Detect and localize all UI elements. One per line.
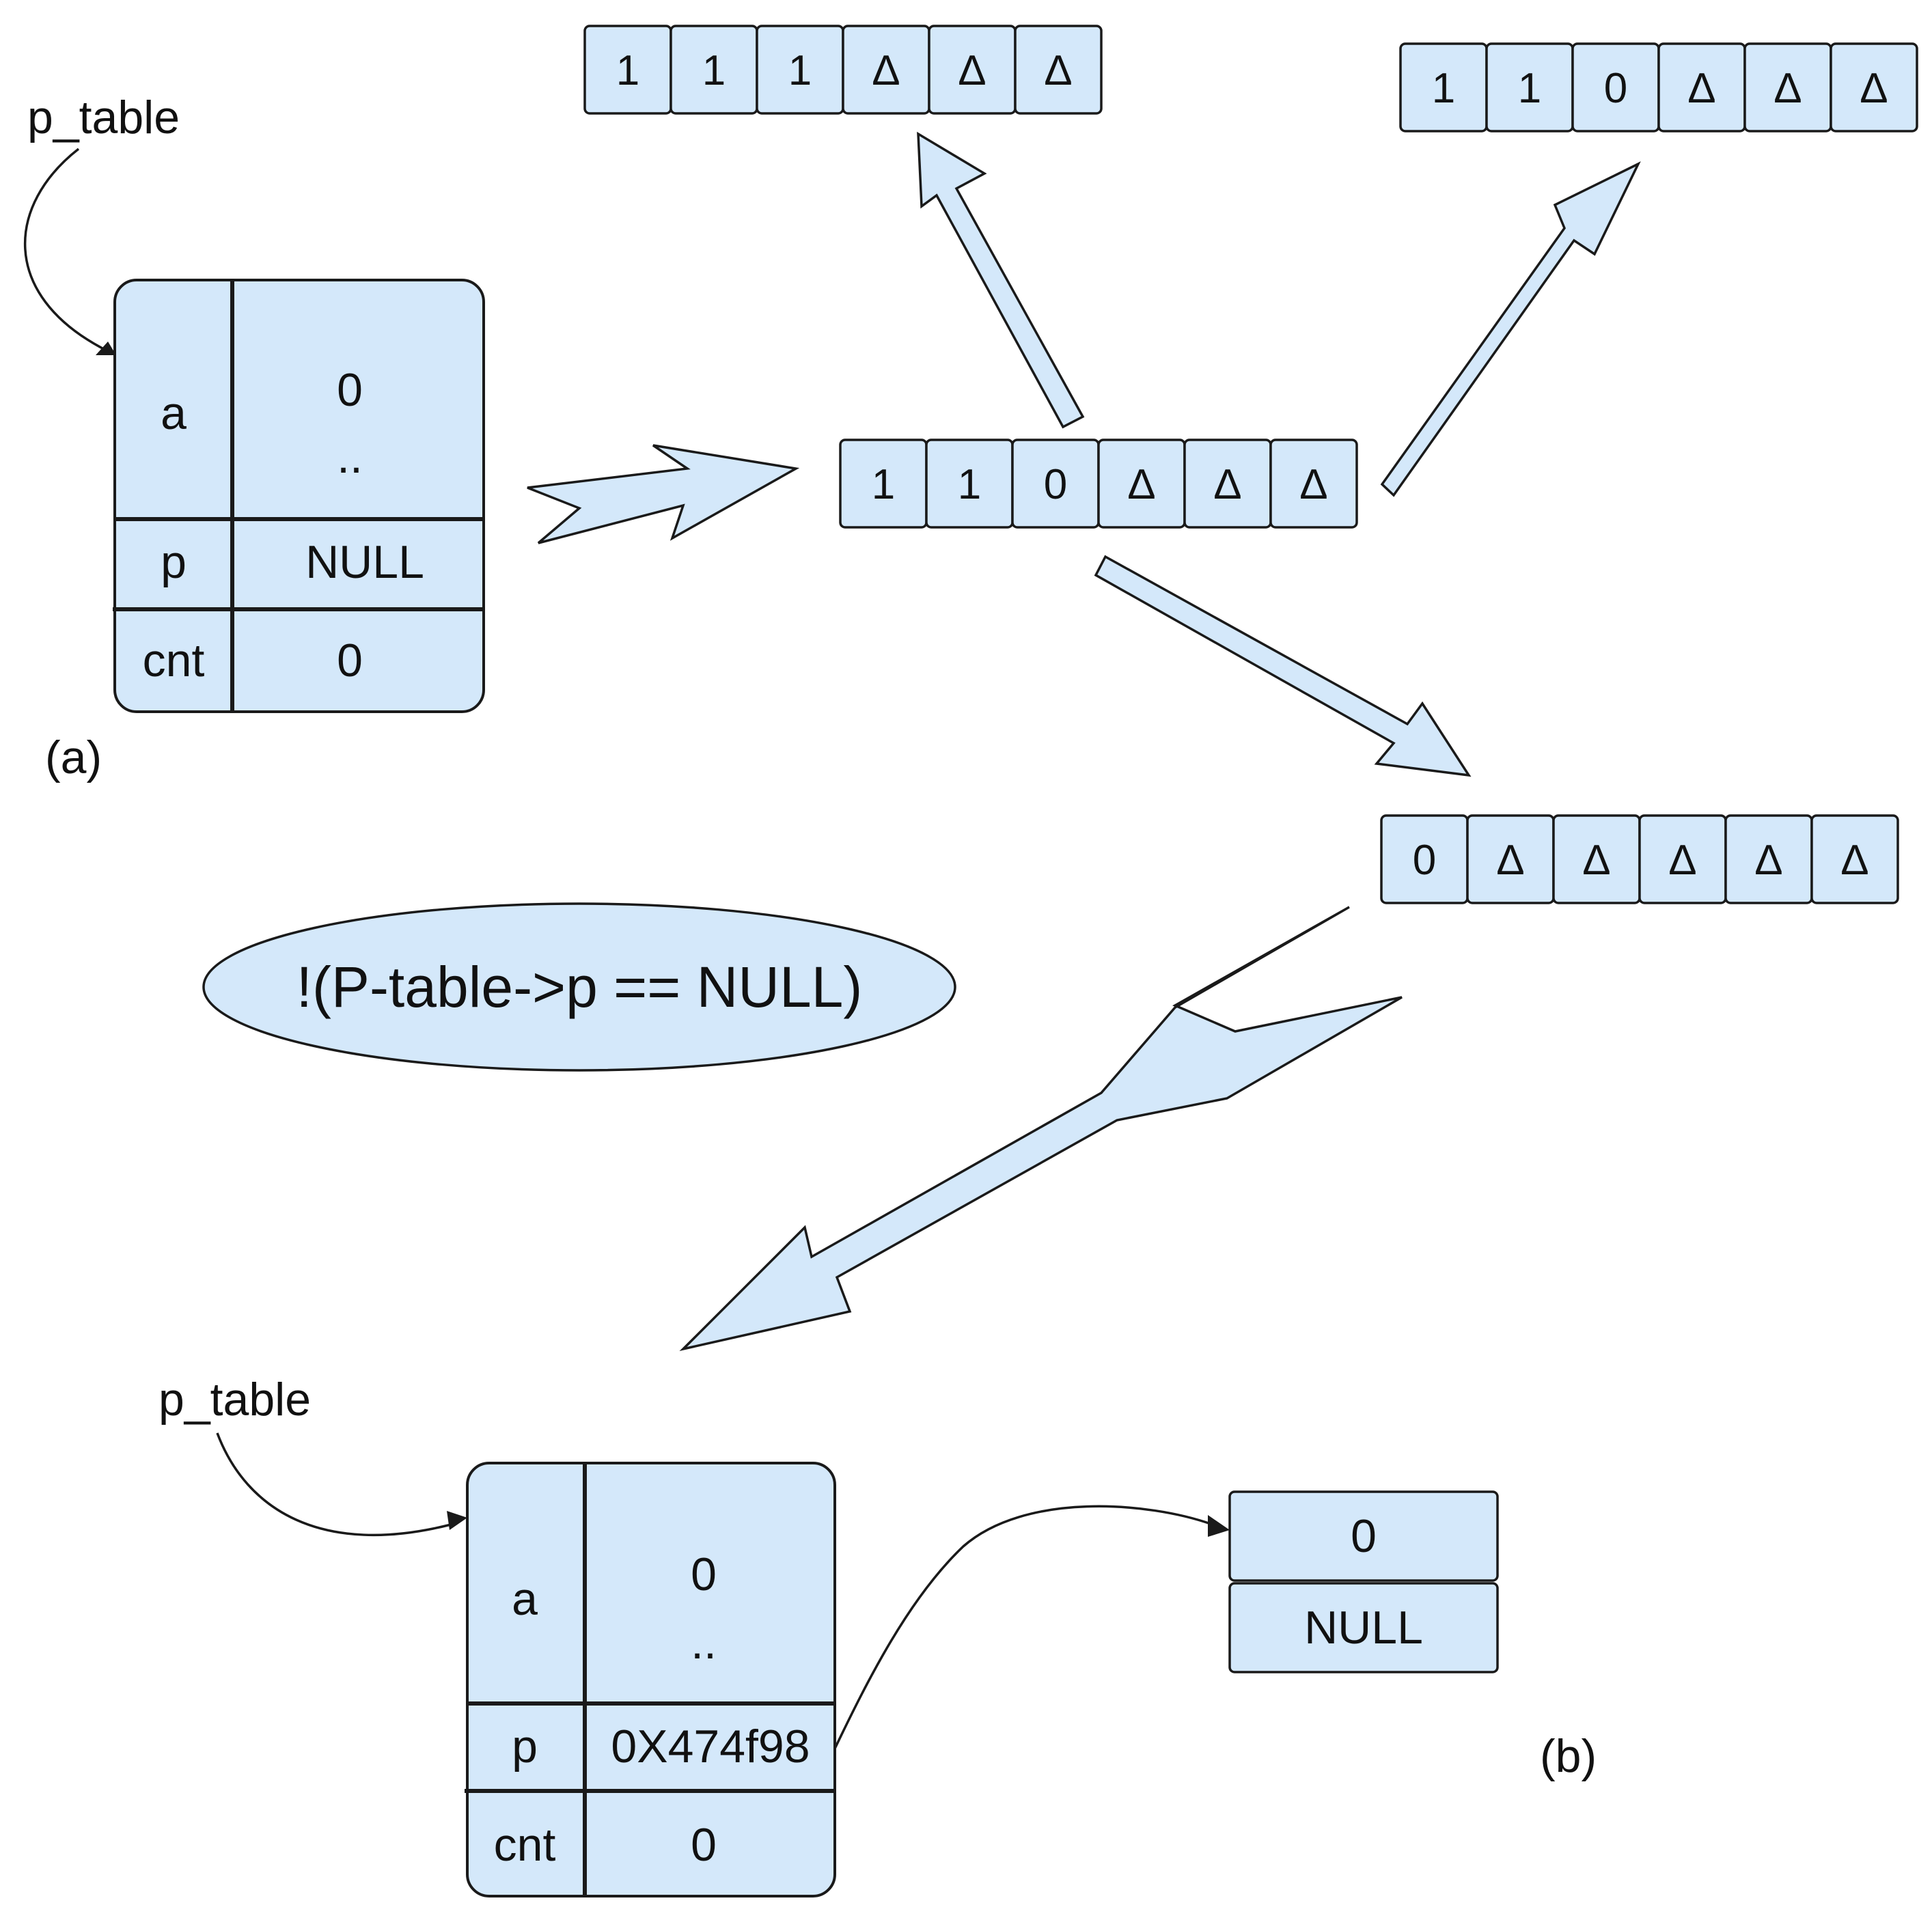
flow-arrow-to-right-array (1094, 555, 1472, 777)
flow-arrow-to-top-left (917, 131, 1085, 429)
panel-b-struct-box (466, 1462, 836, 1897)
array-cell-value: Δ (1299, 461, 1327, 508)
array-cell-value: Δ (872, 47, 900, 94)
array-cell (1269, 439, 1358, 529)
panel-a-value-a: 0 (337, 364, 363, 416)
array-cell-value: Δ (1496, 837, 1524, 884)
array-cell-value: 1 (1518, 65, 1541, 112)
panel-b-pointer-arrowhead (447, 1511, 467, 1530)
panel-a-struct: a 0 .. p NULL cnt 0 (113, 279, 485, 713)
panel-b-pointer-arrow (216, 1432, 452, 1537)
array-cell-value: Δ (1687, 65, 1715, 112)
panel-b-node-next-cell (1228, 1582, 1499, 1673)
array-cell-value: 0 (1044, 461, 1067, 508)
panel-a-caption: (a) (45, 732, 102, 783)
array-top-left: 1 1 1 Δ Δ Δ (583, 25, 1103, 115)
panel-a-field-a: a (161, 387, 187, 439)
array-cell-value: 1 (1432, 65, 1455, 112)
panel-a-value-a-ellipsis: .. (337, 431, 363, 483)
array-right: 0 Δ Δ Δ Δ Δ (1380, 814, 1899, 904)
array-cell-value: Δ (1213, 461, 1241, 508)
panel-a-value-cnt: 0 (337, 635, 363, 686)
array-cell-value: Δ (1774, 65, 1802, 112)
panel-a-field-cnt: cnt (143, 635, 205, 686)
array-cell-value: Δ (1582, 837, 1610, 884)
panel-b-field-p: p (512, 1721, 538, 1772)
panel-a-pointer-arrowhead (96, 342, 116, 355)
array-cell-value: Δ (958, 47, 986, 94)
panel-a-struct-box (113, 279, 485, 713)
flow-arrow-to-panel-b (679, 906, 1403, 1352)
panel-b-pointer-label: p_table (158, 1374, 311, 1426)
array-cell-value: Δ (1860, 65, 1888, 112)
array-cell-value: Δ (1840, 837, 1868, 884)
array-cell-value: 1 (872, 461, 895, 508)
array-cell-value: Δ (1044, 47, 1072, 94)
panel-b-field-cnt: cnt (494, 1819, 556, 1871)
panel-a-pointer-arrow (23, 148, 103, 350)
panel-b-node-value-cell (1228, 1490, 1499, 1582)
array-cell-value: 0 (1604, 65, 1627, 112)
panel-a-field-p: p (161, 536, 187, 588)
panel-a-pointer-label: p_table (27, 92, 180, 143)
array-top-right: 1 1 0 Δ Δ Δ (1399, 42, 1918, 133)
array-cell (1014, 25, 1103, 115)
condition-text: !(P-table->p == NULL) (296, 955, 863, 1019)
panel-b-value-a: 0 (691, 1548, 717, 1600)
panel-b-node-value: 0 (1351, 1510, 1377, 1562)
array-cell (1830, 42, 1918, 133)
panel-b-struct: a 0 .. p 0X474f98 cnt 0 (465, 1462, 836, 1897)
panel-b-node-pointer (833, 1505, 1213, 1749)
array-middle: 1 1 0 Δ Δ Δ (839, 439, 1358, 529)
array-cell-value: 1 (702, 47, 726, 94)
panel-b-node-pointer-arrowhead (1208, 1515, 1230, 1537)
array-cell-value: Δ (1668, 837, 1696, 884)
panel-b-value-p: 0X474f98 (611, 1721, 810, 1772)
flow-arrow-to-top-right (1380, 161, 1641, 497)
panel-b-value-a-ellipsis: .. (691, 1617, 717, 1669)
array-cell-value: 1 (958, 461, 981, 508)
panel-b-caption: (b) (1540, 1730, 1597, 1782)
array-cell (1810, 814, 1899, 904)
flow-arrow-struct-to-array (527, 444, 800, 544)
condition-ellipse (202, 902, 956, 1072)
panel-a-value-p: NULL (305, 536, 424, 588)
array-cell-value: 0 (1413, 837, 1436, 884)
array-cell-value: 1 (616, 47, 639, 94)
panel-b-node-next: NULL (1304, 1602, 1423, 1654)
panel-b-value-cnt: 0 (691, 1819, 717, 1871)
panel-b-node: 0 NULL (1228, 1490, 1499, 1673)
array-cell-value: Δ (1127, 461, 1155, 508)
panel-b-field-a: a (512, 1573, 538, 1625)
array-cell-value: Δ (1754, 837, 1782, 884)
array-cell-value: 1 (788, 47, 812, 94)
